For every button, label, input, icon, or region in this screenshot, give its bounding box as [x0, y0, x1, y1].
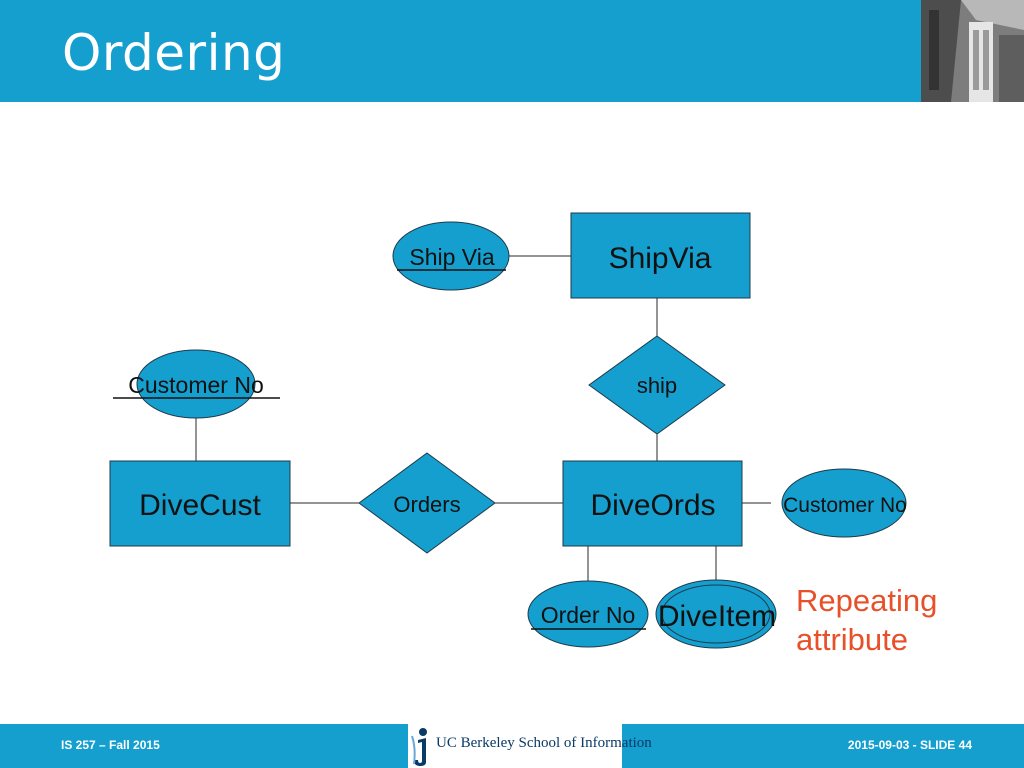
- er-diagram: ShipVia DiveCust DiveOrds ship Orders Sh…: [109, 212, 937, 657]
- entity-diveords-label: DiveOrds: [590, 489, 715, 522]
- school-logo: UC Berkeley School of Information: [408, 724, 652, 768]
- entity-shipvia: [570, 212, 751, 299]
- relationship-ship-label: ship: [637, 373, 677, 398]
- attribute-order-no: [527, 580, 649, 648]
- relationship-ship: [588, 335, 726, 435]
- slide-footer: IS 257 – Fall 2015 UC Berkeley School of…: [0, 724, 1024, 768]
- attribute-ship-via: [392, 221, 510, 291]
- entity-divecust-label: DiveCust: [139, 489, 261, 522]
- relationship-orders: [358, 452, 496, 554]
- attribute-order-no-label: Order No: [541, 602, 636, 628]
- footer-course: IS 257 – Fall 2015: [61, 738, 160, 752]
- slide-title: Ordering: [62, 24, 286, 82]
- attribute-dive-item-inner: [661, 584, 771, 644]
- slide-header: Ordering: [0, 0, 1024, 102]
- annotation-line-2: attribute: [796, 622, 908, 657]
- relationship-orders-label: Orders: [393, 492, 460, 517]
- header-photo: [921, 0, 1024, 102]
- entity-diveords: [562, 460, 743, 547]
- attribute-ship-via-label: Ship Via: [409, 244, 494, 270]
- entity-shipvia-label: ShipVia: [609, 242, 712, 275]
- attribute-customer-no-ords: [781, 468, 907, 538]
- annotation-line-1: Repeating: [796, 583, 937, 618]
- footer-slide-info: 2015-09-03 - SLIDE 44: [847, 738, 972, 752]
- logo-text: UC Berkeley School of Information: [436, 735, 652, 751]
- entity-divecust: [109, 460, 291, 547]
- attribute-customer-no-cust-label: Customer No: [128, 372, 263, 398]
- attribute-customer-no-ords-label: Customer No: [783, 494, 907, 517]
- ischool-logo-icon: [411, 728, 427, 766]
- attribute-dive-item: [655, 579, 777, 649]
- attribute-dive-item-label: DiveItem: [658, 600, 776, 633]
- attribute-customer-no-cust: [136, 349, 256, 419]
